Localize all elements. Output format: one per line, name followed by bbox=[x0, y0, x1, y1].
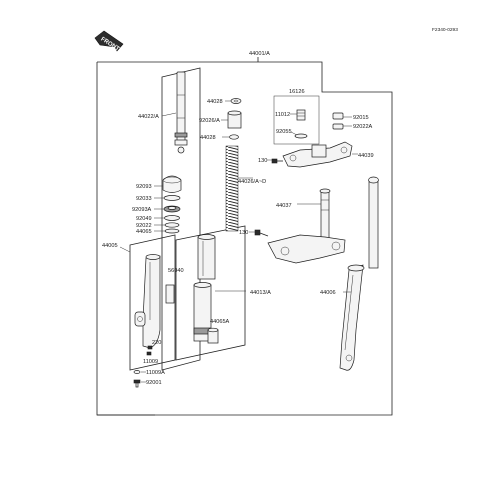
bolt-130-upper bbox=[271, 158, 283, 164]
label-44022A: 44022/A bbox=[138, 114, 159, 120]
nut-92015 bbox=[332, 112, 344, 130]
label-220: 220 bbox=[152, 340, 161, 346]
label-92001: 92001 bbox=[146, 380, 162, 386]
bolt-130-lower bbox=[254, 229, 269, 237]
diagram-code: F2340-0293 bbox=[432, 27, 458, 33]
fork-spring bbox=[225, 145, 239, 232]
label-11012: 11012 bbox=[275, 112, 290, 118]
slide-bushing-44065A bbox=[207, 327, 219, 344]
cap-bolt-11012 bbox=[296, 109, 306, 121]
front-arrow-icon: FRONT bbox=[94, 30, 124, 53]
washer-44028-top bbox=[230, 98, 242, 104]
outer-fork-tube bbox=[134, 254, 161, 349]
gasket-11009A bbox=[133, 370, 141, 374]
label-130b: 130 bbox=[239, 230, 248, 236]
oil-seal-92093A bbox=[163, 205, 181, 213]
washer-92022 bbox=[164, 222, 180, 228]
upper-bracket bbox=[282, 141, 353, 168]
label-plate-56040 bbox=[165, 284, 175, 304]
label-92093: 92093 bbox=[136, 184, 152, 190]
label-44065A: 44065A bbox=[210, 319, 230, 325]
circlip-92033 bbox=[163, 195, 181, 201]
label-16126: 16126 bbox=[289, 89, 305, 95]
label-130a: 130 bbox=[258, 158, 267, 164]
label-44028a: 44028 bbox=[207, 99, 223, 105]
washer-44028-bottom bbox=[229, 134, 239, 140]
right-fork-leg bbox=[339, 176, 379, 371]
label-92049: 92049 bbox=[136, 216, 152, 222]
piston-ring-92026A bbox=[227, 110, 242, 129]
dust-seal-92093 bbox=[162, 175, 182, 193]
label-92033: 92033 bbox=[136, 196, 152, 202]
handlebar-holder-box bbox=[273, 95, 320, 145]
label-11009A: 11009A bbox=[146, 370, 165, 376]
label-44001A: 44001/A bbox=[249, 51, 270, 57]
label-11009: 11009 bbox=[143, 359, 158, 365]
fork-tube-box bbox=[161, 67, 201, 371]
o-ring-92055 bbox=[294, 133, 308, 139]
inner-tube-box bbox=[175, 225, 246, 361]
label-92026A: 92026/A bbox=[199, 118, 220, 124]
label-92015: 92015 bbox=[353, 115, 369, 121]
assembly-outline bbox=[96, 57, 393, 416]
bushing-44065 bbox=[164, 228, 180, 234]
label-44065: 44065 bbox=[136, 229, 152, 235]
label-92055: 92055 bbox=[276, 129, 292, 135]
gasket-11009 bbox=[146, 351, 152, 356]
label-44006: 44006 bbox=[320, 290, 336, 296]
label-44039: 44039 bbox=[358, 153, 374, 159]
outer-tube-box bbox=[129, 234, 176, 371]
label-92022: 92022 bbox=[136, 223, 152, 229]
label-92093A: 92093A bbox=[132, 207, 152, 213]
washer-92049 bbox=[164, 215, 180, 221]
bolt-92001 bbox=[133, 379, 141, 388]
steering-stem bbox=[267, 188, 346, 264]
label-56040: 56040 bbox=[168, 268, 184, 274]
label-92022A: 92022A bbox=[353, 124, 373, 130]
label-44026: 44026/A~D bbox=[238, 179, 266, 185]
drain-bolt-220 bbox=[147, 345, 153, 350]
label-44037: 44037 bbox=[276, 203, 292, 209]
label-44013A: 44013/A bbox=[250, 290, 271, 296]
label-44028b: 44028 bbox=[200, 135, 216, 141]
damper-rod bbox=[174, 71, 188, 154]
label-44005: 44005 bbox=[102, 243, 118, 249]
inner-fork-tube bbox=[193, 234, 216, 342]
